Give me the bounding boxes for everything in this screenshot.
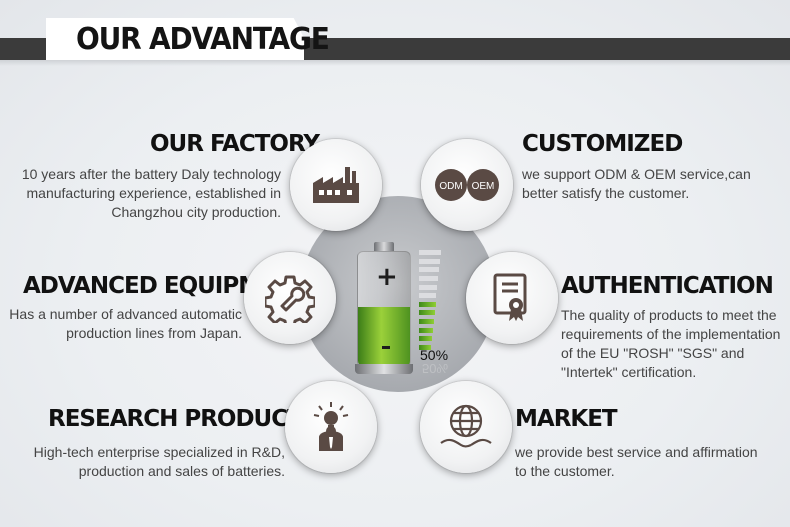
market-title: MARKET (515, 406, 618, 432)
authentication-icon-circle (466, 252, 558, 344)
battery-icon: + (355, 242, 413, 374)
authentication-title: AUTHENTICATION (561, 273, 774, 299)
gauge-segment (419, 310, 435, 316)
gauge-segment (419, 319, 434, 325)
oem-badge: OEM (472, 181, 495, 192)
charge-level-label: 50% (420, 347, 449, 363)
gauge-segment (419, 301, 436, 307)
research-icon-circle (285, 381, 377, 473)
authentication-desc-line: requirements of the implementation (561, 326, 781, 342)
customized-icon-circle: ODM OEM (421, 139, 513, 231)
gauge-segment (419, 293, 436, 299)
page-title: OUR ADVANTAGE (76, 20, 330, 57)
equipment-icon-circle (244, 252, 336, 344)
research-desc-line: production and sales of batteries. (78, 463, 285, 479)
battery-minus-sign (382, 346, 390, 349)
factory-icon-circle (290, 139, 382, 231)
odm-badge: ODM (439, 181, 462, 192)
research-description: High-tech enterprise specialized in R&D,… (34, 443, 285, 481)
factory-title: OUR FACTORY (150, 131, 320, 157)
authentication-description: The quality of products to meet the requ… (561, 306, 780, 382)
header-title-tab (46, 18, 304, 60)
factory-description: 10 years after the battery Daly technolo… (22, 165, 281, 222)
battery-fill (358, 306, 410, 366)
gauge-segment (419, 284, 437, 290)
header-bar (0, 0, 790, 66)
factory-icon (313, 167, 359, 203)
charge-gauge (419, 250, 445, 350)
customized-description: we support ODM & OEM service,can better … (522, 165, 751, 203)
market-desc-line: we provide best service and affirmation (515, 444, 758, 460)
globe-hands-icon (440, 404, 492, 448)
market-description: we provide best service and affirmation … (515, 443, 758, 481)
charge-level-reflection: 50% (422, 361, 449, 376)
gauge-segment (419, 275, 438, 281)
equipment-description: Has a number of advanced automatic produ… (9, 305, 242, 343)
battery-plus-sign: + (376, 262, 398, 292)
research-desc-line: High-tech enterprise specialized in R&D, (33, 444, 285, 460)
market-desc-line: to the customer. (515, 463, 615, 479)
customized-title: CUSTOMIZED (522, 131, 683, 157)
factory-desc-line: manufacturing experience, established in (26, 185, 282, 201)
gauge-segment (419, 336, 432, 342)
market-icon-circle (420, 381, 512, 473)
odm-oem-icon: ODM OEM (435, 169, 499, 201)
authentication-desc-line: "Intertek" certification. (561, 364, 697, 380)
gauge-segment (419, 327, 433, 333)
factory-desc-line: 10 years after the battery Daly technolo… (21, 166, 281, 182)
authentication-desc-line: The quality of products to meet the (561, 307, 777, 323)
gauge-segment (419, 267, 439, 273)
idea-person-icon (313, 402, 349, 451)
factory-desc-line: Changzhou city production. (111, 204, 281, 220)
gear-wrench-icon (265, 275, 315, 323)
gauge-segment (419, 250, 441, 255)
certificate-icon (493, 273, 527, 321)
equipment-desc-line: Has a number of advanced automatic (9, 306, 242, 322)
gauge-segment (419, 345, 431, 350)
battery-body: + (357, 251, 411, 367)
customized-desc-line: we support ODM & OEM service,can (522, 166, 751, 182)
gauge-segment (419, 258, 440, 264)
battery-base (355, 364, 413, 374)
equipment-desc-line: production lines from Japan. (66, 325, 242, 341)
authentication-desc-line: of the EU "ROSH" "SGS" and (561, 345, 745, 361)
customized-desc-line: better satisfy the customer. (522, 185, 690, 201)
battery-cap (374, 242, 394, 251)
header-shadow (0, 60, 790, 66)
